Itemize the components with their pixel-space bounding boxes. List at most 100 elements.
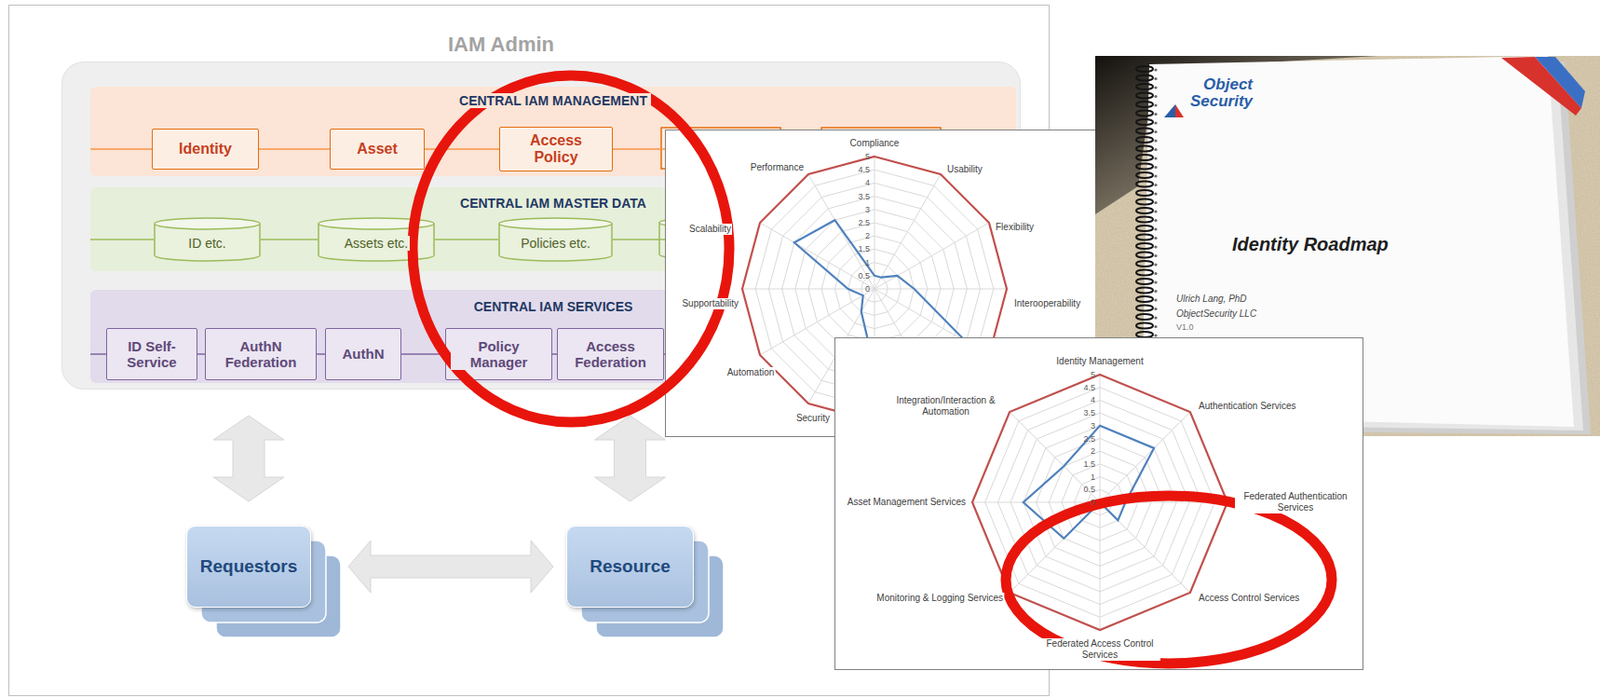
service-box: Policy Manager (445, 327, 553, 380)
logo-mark (1175, 104, 1184, 118)
axis-label: Access Control Services (1197, 592, 1301, 604)
binding-hole (1153, 130, 1157, 134)
binding-hole (1153, 209, 1157, 213)
spiral-coil (1136, 128, 1153, 135)
grid-spoke (1099, 501, 1101, 630)
target-series (972, 374, 1228, 630)
grid-spoke (808, 288, 875, 404)
grid-ring (782, 196, 968, 382)
grid-ring (821, 235, 928, 342)
binding-hole (1153, 386, 1157, 390)
binding-hole (1153, 271, 1157, 275)
axis-label: Flexibility (994, 221, 1035, 233)
spiral-coil (1136, 234, 1153, 241)
tick-label: 4 (1089, 394, 1097, 406)
box-label: AuthN (340, 345, 387, 362)
spiral-coil (1136, 189, 1153, 196)
spiral-coil (1136, 260, 1153, 267)
grid-ring (997, 399, 1202, 604)
binding-hole (1153, 218, 1157, 222)
hidden-cylinder (659, 222, 772, 260)
band-title: CENTRAL IAM MANAGEMENT (455, 93, 651, 109)
spiral-coil (1136, 216, 1153, 223)
grid-spoke (874, 288, 1007, 290)
tick-label: 3.5 (856, 190, 871, 202)
tick-label: 0.5 (856, 270, 871, 281)
logo-text: Object Security (1175, 76, 1254, 110)
cylinder-top (154, 217, 260, 230)
binding-hole (1153, 67, 1157, 71)
stacked-card: Requestors (186, 525, 312, 608)
binding-hole (1153, 148, 1157, 151)
grid-ring (985, 387, 1216, 618)
binding-hole (1153, 351, 1157, 354)
bus-line (664, 352, 1017, 355)
services-band: CENTRAL IAM SERVICESID Self-ServiceAuthN… (90, 289, 1017, 383)
tick-label: 4.5 (1082, 381, 1097, 393)
carpet-texture (1095, 55, 1600, 436)
grid-spoke (874, 174, 941, 289)
highlight-ellipse (412, 75, 730, 422)
grid-ring (768, 182, 980, 394)
grid-spoke (874, 156, 876, 289)
grid-spoke (1099, 501, 1228, 503)
axis-label: Compliance (849, 137, 901, 150)
cylinder-label: ID etc. (186, 235, 228, 251)
grid-spoke (1099, 501, 1191, 593)
grid-ring (1074, 476, 1126, 529)
tick-label: 0 (1089, 497, 1097, 508)
bus-line (424, 148, 500, 150)
admin-panel: IAM AdminCENTRAL IAM MANAGEMENTIdentityA… (61, 61, 1021, 390)
highlight-ellipse (1005, 495, 1332, 664)
bus-line (552, 352, 557, 355)
grid-ring (1023, 425, 1177, 579)
binding-hole (1153, 77, 1157, 81)
binding-hole (1153, 191, 1157, 195)
binding-hole (1153, 395, 1157, 399)
grid-ring (795, 209, 954, 368)
spiral-coil (1136, 136, 1153, 143)
spiral-coil (1136, 172, 1153, 178)
spiral-coil (1136, 296, 1153, 302)
binding-hole (1153, 378, 1157, 381)
spiral-coil (1136, 384, 1153, 391)
grid-ring (1036, 438, 1165, 567)
block-arrow (213, 415, 285, 502)
bus-line (258, 148, 330, 150)
grid-spoke (874, 288, 876, 421)
spiral-coil (1136, 252, 1153, 258)
grid-spoke (808, 174, 875, 289)
binding-hole (1153, 165, 1157, 169)
corner-tab (1534, 56, 1586, 109)
data-cylinder: Policies etc. (498, 217, 613, 261)
stacked-card: Resource (566, 525, 694, 608)
binding-hole (1153, 244, 1157, 248)
service-box: AuthN Federation (204, 327, 317, 380)
grid-ring (972, 374, 1228, 630)
binding-hole (1153, 227, 1157, 231)
binding-hole (1153, 333, 1157, 337)
current-series (1023, 425, 1154, 539)
grid-ring (755, 169, 994, 408)
grid-ring (1048, 450, 1152, 554)
axis-label: Performance (749, 162, 805, 174)
data-cylinder: ID etc. (153, 217, 261, 261)
spiral-coil (1136, 393, 1153, 400)
binding-hole (1153, 201, 1157, 204)
spiral-coil (1136, 349, 1153, 355)
axis-label: Automation (726, 366, 776, 379)
spiral-coil (1136, 181, 1153, 188)
axis-label: Asset Management Services (846, 496, 967, 508)
axis-label: Integration/Interaction & Automation (887, 394, 1004, 418)
bus-line (90, 352, 107, 355)
spiral-coil (1136, 305, 1153, 312)
binding-hole (1153, 85, 1157, 89)
axis-label: Identity Management (1055, 355, 1144, 367)
spiral-coil (1136, 66, 1153, 72)
spiral-coil (1136, 146, 1153, 152)
binding-hole (1153, 289, 1157, 293)
tick-label: 2.5 (856, 217, 871, 229)
cylinder-label: Policies etc. (518, 235, 593, 251)
spiral-coil (1136, 163, 1153, 170)
binding-hole (1153, 183, 1157, 187)
